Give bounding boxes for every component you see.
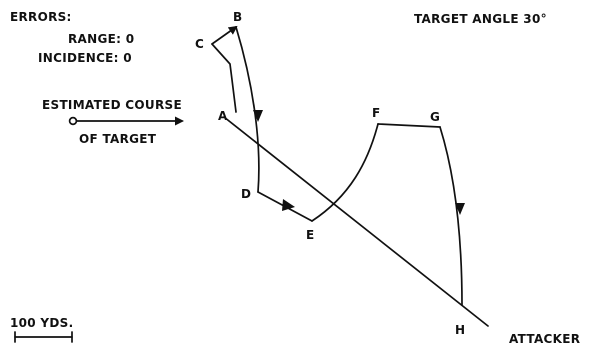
- track-e-to-f: [311, 123, 379, 222]
- point-label-d: D: [241, 187, 251, 201]
- incidence-error-label: INCIDENCE: 0: [38, 51, 132, 65]
- track-arrow-d-e: [282, 199, 295, 211]
- point-label-c: C: [195, 37, 204, 51]
- sight-line: [223, 116, 489, 327]
- track-arrow-descending: [253, 110, 263, 122]
- scale-label: 100 YDS.: [10, 316, 73, 330]
- track-c-to-b: [211, 25, 238, 45]
- errors-title: ERRORS:: [10, 10, 72, 24]
- point-label-b: B: [233, 10, 242, 24]
- range-error-label: RANGE: 0: [68, 32, 134, 46]
- course-label-line2: OF TARGET: [79, 132, 157, 146]
- track-f-to-g: [377, 123, 441, 128]
- point-label-a: A: [218, 109, 228, 123]
- track-g-to-h: [439, 126, 463, 306]
- point-label-f: F: [372, 106, 380, 120]
- course-label-line1: ESTIMATED COURSE: [42, 98, 182, 112]
- point-label-h: H: [455, 323, 465, 337]
- course-origin-marker: [68, 116, 78, 126]
- track-a-to-c: [211, 43, 237, 113]
- point-label-g: G: [430, 110, 440, 124]
- point-label-e: E: [306, 228, 314, 242]
- attacker-label: ATTACKER: [509, 332, 580, 346]
- track-b-to-d: [235, 26, 260, 193]
- target-angle-label: TARGET ANGLE 30°: [414, 12, 547, 26]
- track-arrow-g-h: [455, 203, 465, 215]
